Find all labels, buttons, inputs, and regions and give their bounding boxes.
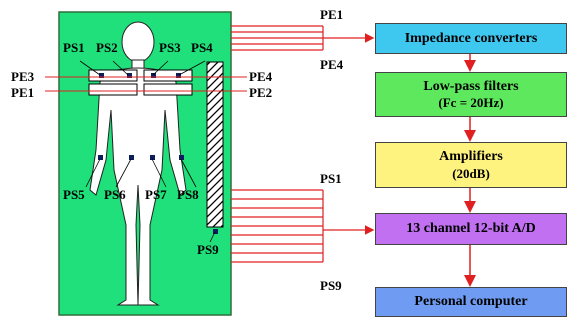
label-ps6: PS6 [104, 187, 126, 202]
block-lowpass-line2: (Fc = 20Hz) [438, 95, 504, 111]
block-adc-line1: 13 channel 12-bit A/D [406, 221, 536, 237]
label-ps5: PS5 [63, 187, 85, 202]
label-ps9: PS9 [197, 242, 219, 257]
sensor-dots [98, 73, 218, 234]
pe-electrode-lines [45, 76, 247, 92]
leader-lines [79, 60, 216, 243]
label-pe2: PE2 [249, 85, 273, 100]
label-pe1-left: PE1 [11, 85, 35, 100]
label-ps7: PS7 [145, 187, 167, 202]
block-lowpass-line1: Low-pass filters [423, 78, 519, 94]
label-ps3: PS3 [159, 40, 181, 55]
label-bus-top-start: PE1 [320, 7, 344, 22]
label-ps4: PS4 [191, 40, 213, 55]
shoulder-pads [88, 69, 193, 96]
block-ad-converter: 13 channel 12-bit A/D [375, 213, 567, 245]
label-bus-bottom-start: PS1 [320, 171, 342, 186]
label-ps8: PS8 [177, 187, 199, 202]
bottom-signal-bus [231, 189, 375, 263]
block-amplifiers: Amplifiers (20dB) [375, 142, 567, 188]
block-low-pass-filters: Low-pass filters (Fc = 20Hz) [375, 72, 567, 117]
label-pe3: PE3 [11, 69, 35, 84]
block-pc-line1: Personal computer [414, 294, 528, 310]
label-ps2: PS2 [96, 40, 118, 55]
top-signal-bus [231, 25, 375, 51]
label-bus-top-end: PE4 [320, 57, 344, 72]
human-figure [89, 21, 187, 306]
label-bus-bottom-end: PS9 [320, 278, 342, 293]
block-personal-computer: Personal computer [375, 287, 567, 317]
block-impedance-line1: Impedance converters [404, 30, 538, 46]
block-amplifiers-line2: (20dB) [452, 165, 490, 181]
label-ps1: PS1 [63, 40, 85, 55]
side-support-bar [206, 61, 224, 228]
block-impedance-converters: Impedance converters [375, 23, 567, 54]
label-pe4: PE4 [249, 69, 273, 84]
block-amplifiers-line1: Amplifiers [439, 149, 503, 165]
